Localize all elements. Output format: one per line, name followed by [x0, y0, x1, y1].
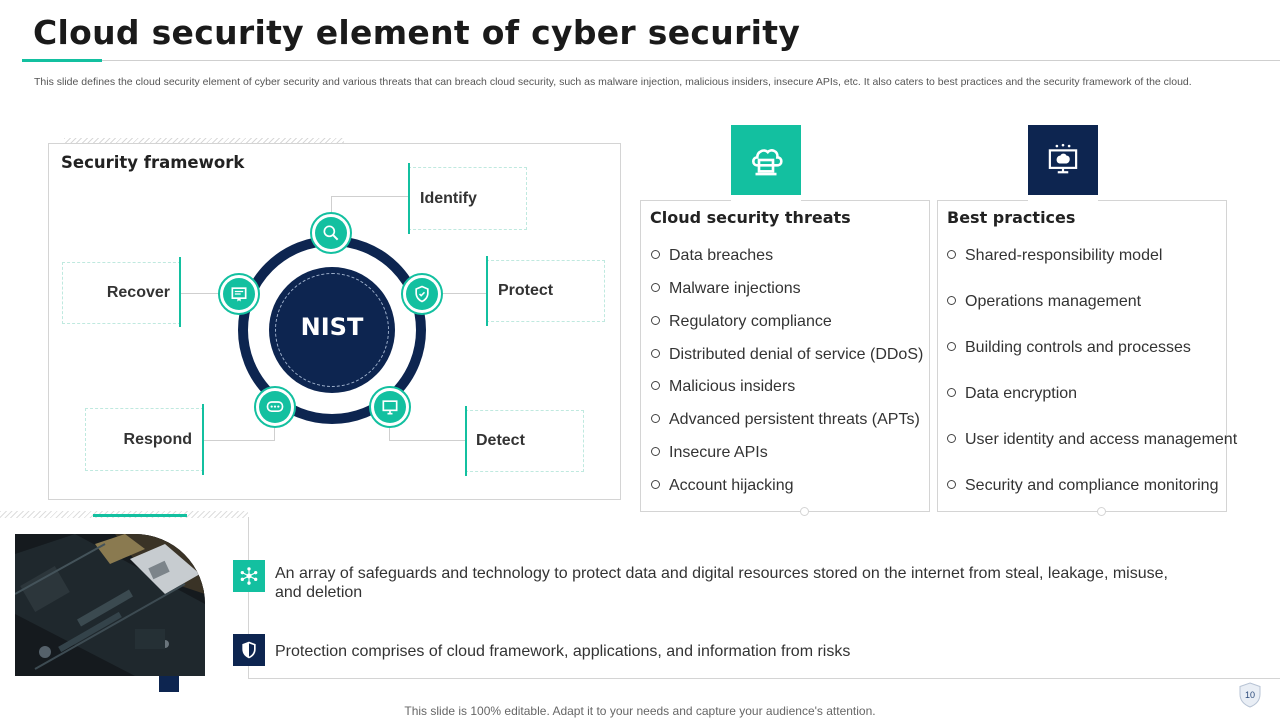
- monitor-icon: [382, 400, 398, 415]
- practice-item: Operations management: [947, 293, 1141, 311]
- threat-item: Distributed denial of service (DDoS): [651, 346, 923, 364]
- practice-item: Building controls and processes: [947, 339, 1191, 357]
- connector-detect: [389, 440, 466, 441]
- bottom-accent-bar: [93, 514, 187, 517]
- practice-item: Shared-responsibility model: [947, 247, 1162, 265]
- step-identify-label: Identify: [420, 189, 477, 207]
- identify-node: [310, 212, 352, 254]
- threat-item: Insecure APIs: [651, 444, 768, 462]
- step-recover: Recover: [62, 262, 181, 324]
- nist-dashed-ring: [275, 273, 389, 387]
- practice-item: Data encryption: [947, 385, 1077, 403]
- circuit-board-photo: [15, 534, 205, 676]
- shield-icon: [415, 285, 429, 303]
- step-protect: Protect: [486, 260, 605, 322]
- recover-node: [218, 273, 260, 315]
- circuit-board-image: [15, 534, 205, 676]
- step-recover-label: Recover: [106, 284, 170, 301]
- practices-title: Best practices: [947, 208, 1076, 227]
- step-identify-bar: [408, 163, 410, 234]
- connector-detect-vertical: [389, 425, 390, 440]
- practices-card-dot: [1097, 507, 1106, 516]
- certificate-icon: [231, 287, 247, 302]
- connector-respond: [203, 440, 275, 441]
- step-respond-label: Respond: [123, 430, 192, 448]
- title-divider: [22, 60, 1280, 61]
- threats-card-top-edge-right: [801, 200, 930, 201]
- threat-item: Regulatory compliance: [651, 313, 832, 331]
- slide-footer: This slide is 100% editable. Adapt it to…: [404, 704, 876, 718]
- photo-accent-tab: [159, 676, 179, 692]
- threat-item: Account hijacking: [651, 477, 794, 495]
- bottom-panel: [248, 517, 1280, 679]
- chat-icon: [266, 401, 284, 412]
- threat-item: Malware injections: [651, 280, 801, 298]
- connector-recover: [180, 293, 220, 294]
- practices-card: [937, 200, 1227, 512]
- threats-title: Cloud security threats: [650, 208, 851, 227]
- step-identify: Identify: [408, 167, 527, 230]
- threats-card-dot: [800, 507, 809, 516]
- brain-monitor-icon: [1048, 143, 1078, 174]
- shield-icon-tile: [233, 634, 265, 666]
- threats-icon-tile: [731, 125, 801, 195]
- slide-title: Cloud security element of cyber security: [33, 13, 801, 52]
- connector-respond-vertical: [274, 425, 275, 440]
- framework-title: Security framework: [61, 153, 245, 172]
- detect-node: [369, 386, 411, 428]
- connector-identify-vertical: [331, 196, 332, 214]
- step-recover-bar: [179, 257, 181, 327]
- network-icon: [240, 567, 258, 585]
- network-icon-tile: [233, 560, 265, 592]
- slide-subtitle: This slide defines the cloud security el…: [34, 76, 1192, 88]
- practices-card-top-edge: [937, 200, 1028, 201]
- step-detect: Detect: [465, 410, 584, 472]
- connector-identify: [331, 196, 409, 197]
- respond-node: [254, 386, 296, 428]
- framework-hatch-decoration: [64, 138, 344, 146]
- cloud-icon: [752, 149, 783, 176]
- practices-icon-tile: [1028, 125, 1098, 195]
- step-detect-label: Detect: [476, 432, 525, 449]
- threats-card: [640, 200, 930, 512]
- step-respond-bar: [202, 404, 204, 475]
- step-detect-bar: [465, 406, 467, 476]
- threat-item: Malicious insiders: [651, 378, 795, 396]
- bottom-point-1: An array of safeguards and technology to…: [275, 565, 1168, 601]
- protect-node: [401, 273, 443, 315]
- practice-item: Security and compliance monitoring: [947, 477, 1218, 495]
- step-protect-bar: [486, 256, 488, 326]
- threat-item: Advanced persistent threats (APTs): [651, 411, 920, 429]
- practices-card-top-edge-right: [1098, 200, 1227, 201]
- page-number: 10: [1245, 690, 1255, 700]
- step-respond: Respond: [85, 408, 204, 471]
- page-number-badge: 10: [1238, 682, 1262, 708]
- shield-badge-icon: 10: [1239, 682, 1261, 708]
- threat-item: Data breaches: [651, 247, 773, 265]
- half-shield-icon: [242, 641, 256, 659]
- title-accent-bar: [22, 59, 102, 62]
- threats-card-top-edge: [640, 200, 731, 201]
- practice-item: User identity and access management: [947, 431, 1237, 449]
- step-protect-label: Protect: [498, 282, 554, 299]
- connector-protect: [441, 293, 487, 294]
- magnifier-icon: [323, 225, 339, 241]
- nist-label: NIST: [300, 313, 364, 341]
- bottom-point-2: Protection comprises of cloud framework,…: [275, 643, 851, 660]
